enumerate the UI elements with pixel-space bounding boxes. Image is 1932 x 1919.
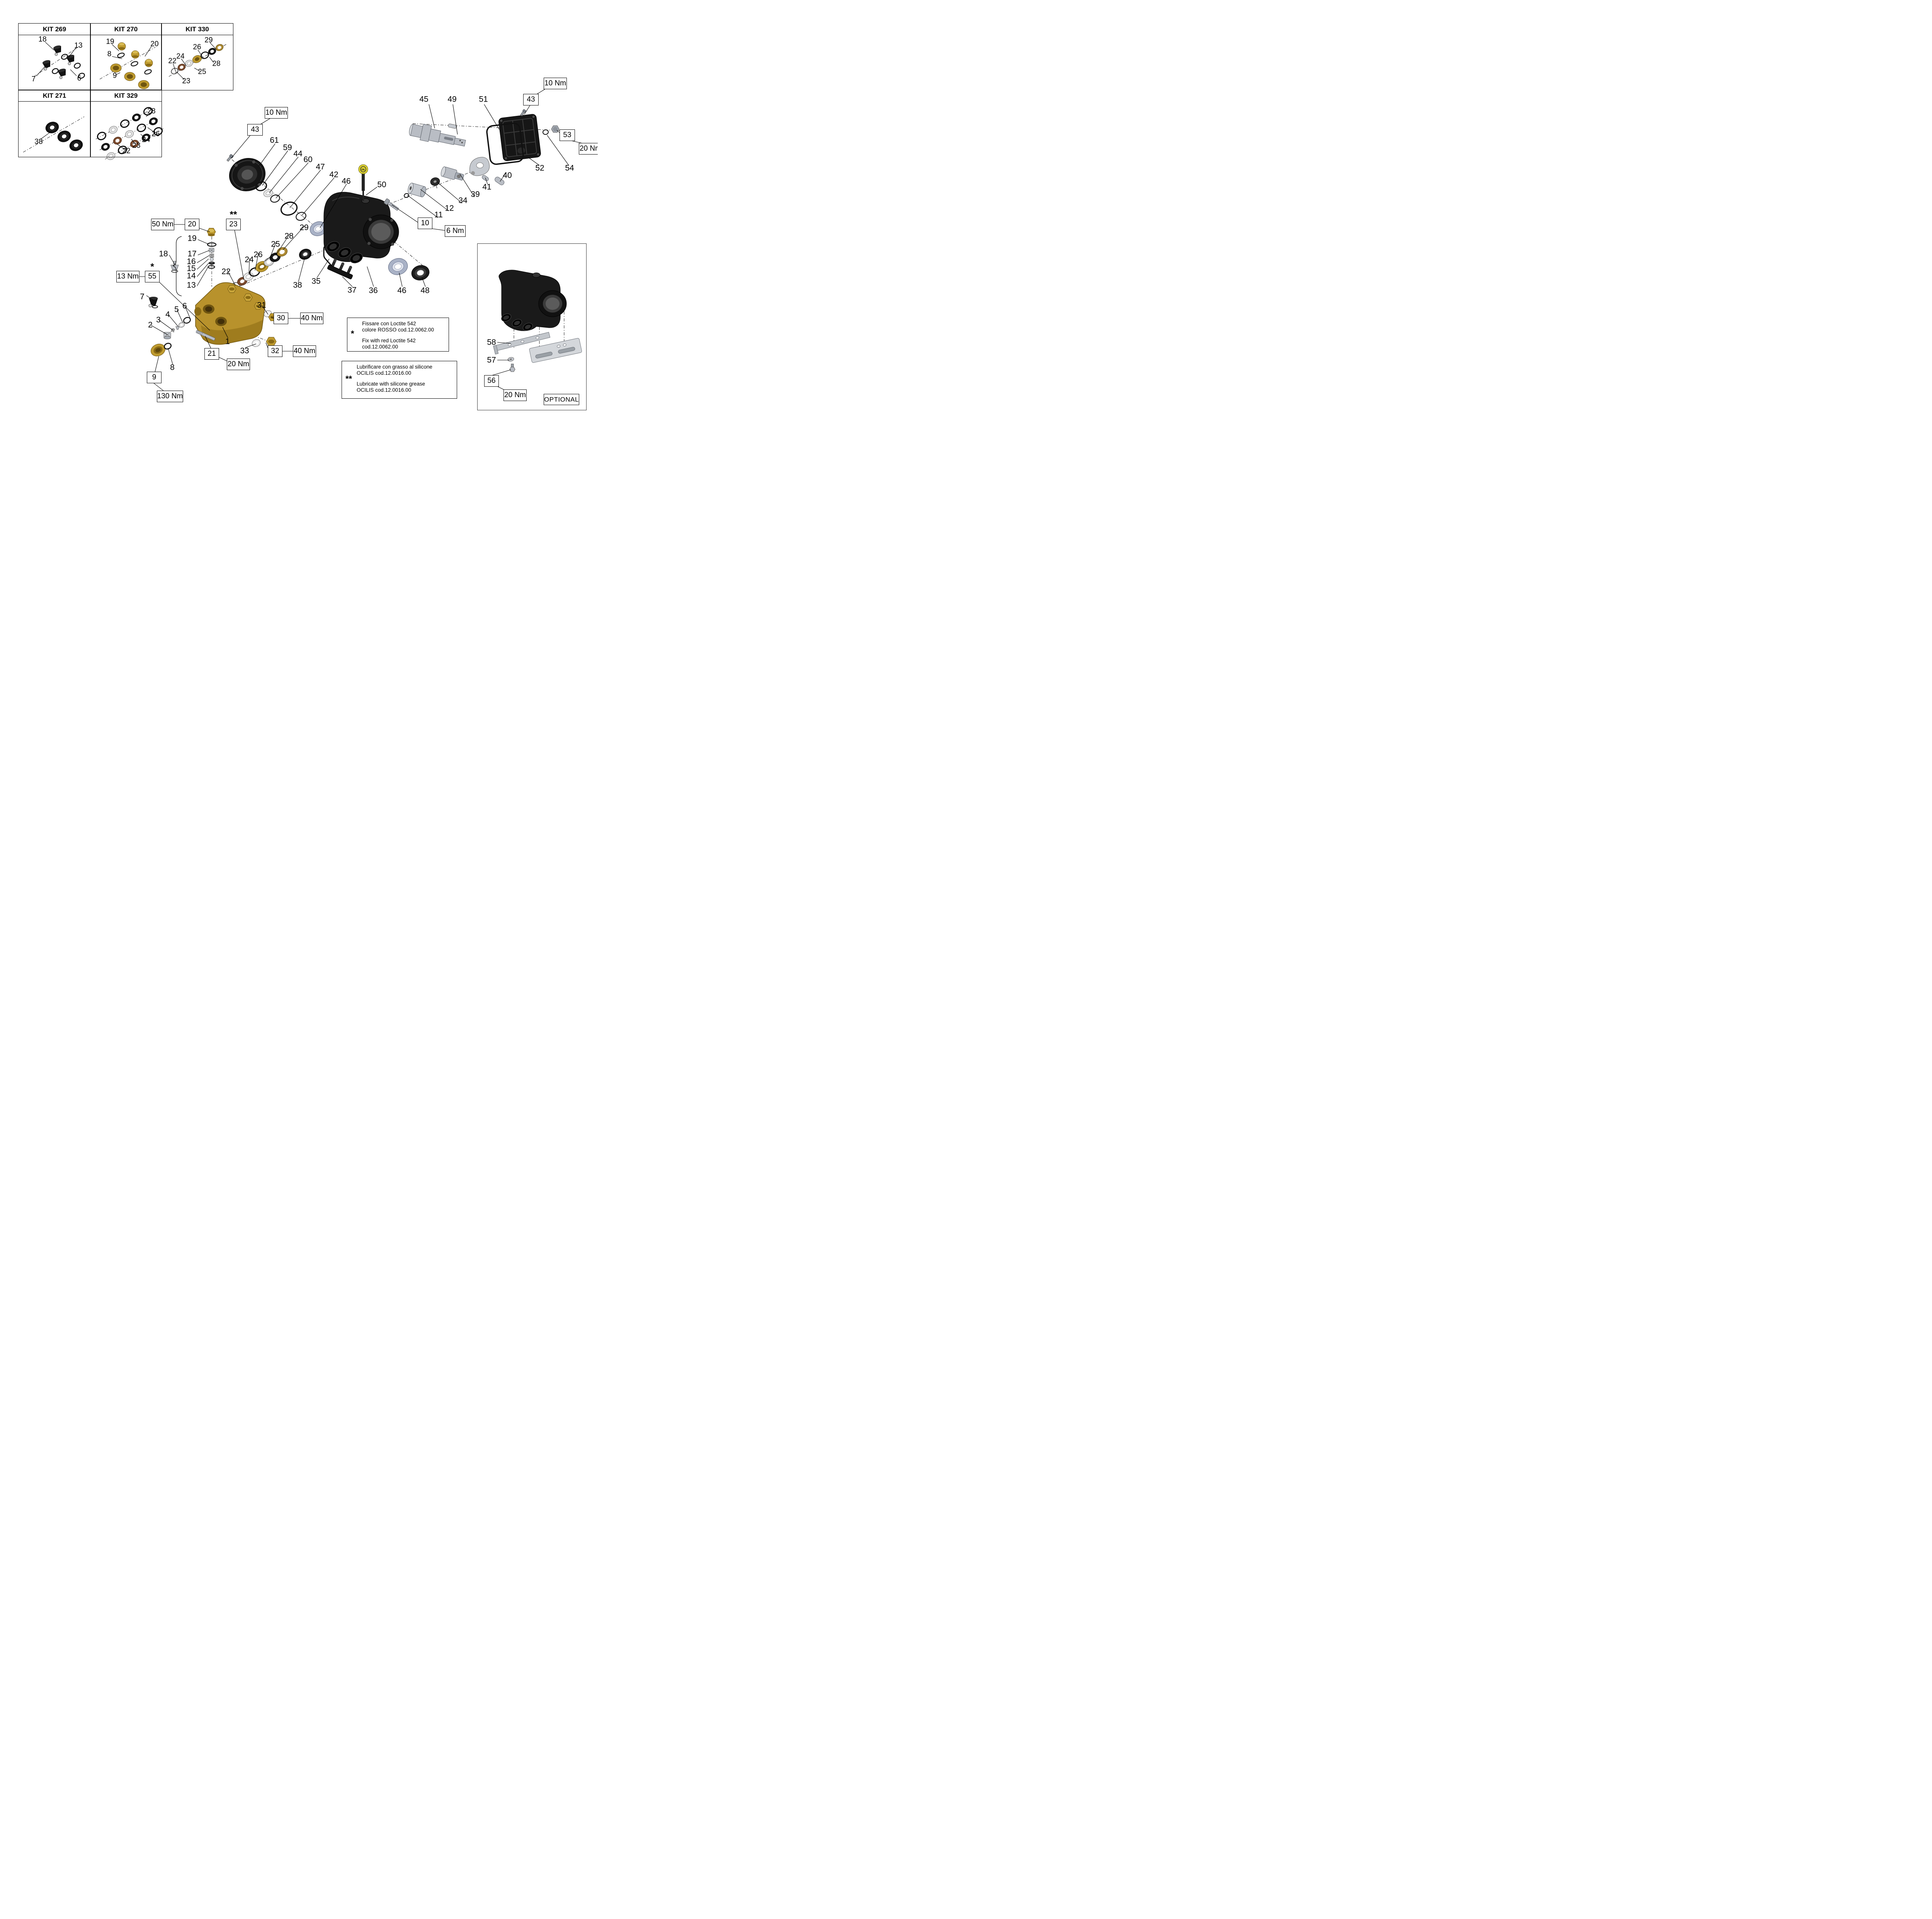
manifold-art (148, 228, 277, 357)
rear-cover-art (486, 109, 560, 165)
leader-lines (36, 42, 585, 391)
kit-269-art (42, 45, 85, 79)
optional-art (493, 270, 582, 372)
crank-drive-art (384, 124, 505, 211)
diagram-artwork: OIL (23, 42, 585, 391)
valve-18-art (170, 261, 179, 273)
kit-329-art (97, 107, 163, 160)
kit-271-art (45, 122, 83, 151)
crankcase-art: OIL (323, 164, 399, 263)
axis-lines (23, 44, 565, 355)
exploded-parts-diagram: OIL (0, 0, 598, 423)
valve-7-art (148, 297, 158, 308)
seal-stack-art (230, 245, 430, 291)
kit-330-art (171, 44, 224, 75)
kit-270-art (110, 42, 153, 89)
oil-cap-text: OIL (361, 169, 365, 171)
